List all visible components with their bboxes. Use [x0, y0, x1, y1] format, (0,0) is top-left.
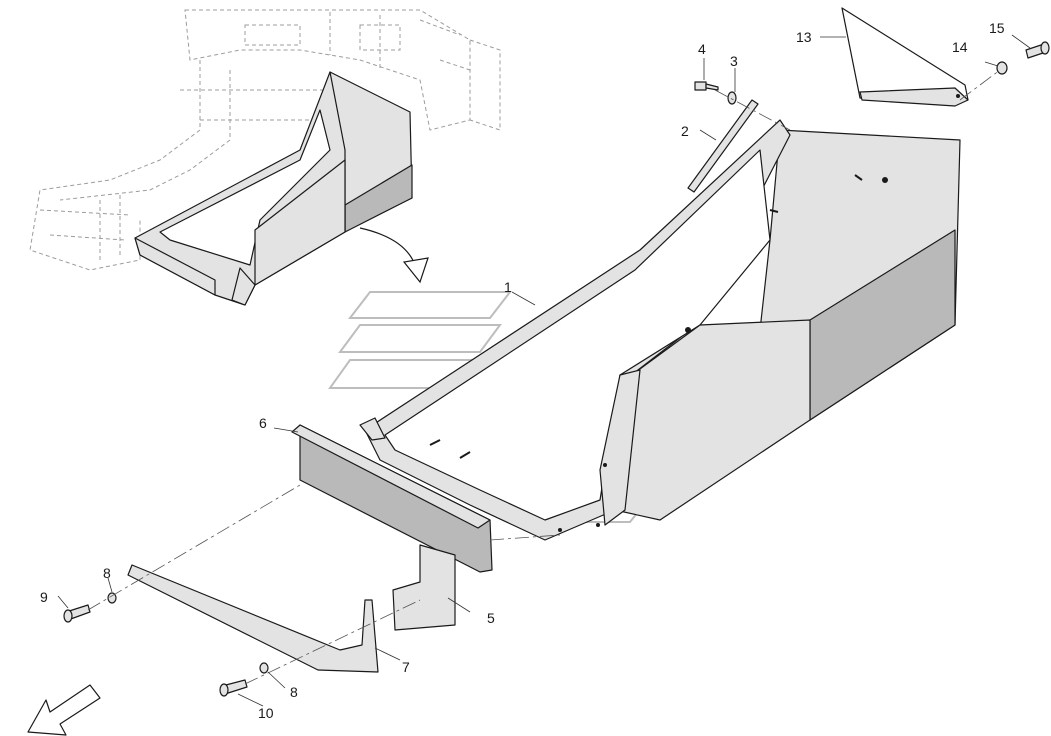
callout-10: 10 — [258, 705, 274, 721]
part-10-bolt — [219, 679, 248, 697]
part-3-washer — [727, 91, 737, 105]
callout-9: 9 — [40, 589, 48, 605]
part-15-bolt — [1025, 41, 1050, 59]
part-13-panel — [841, 7, 969, 107]
callout-5: 5 — [487, 610, 495, 626]
callout-8-upper: 8 — [103, 565, 111, 581]
callout-15: 15 — [989, 20, 1005, 36]
part-7-angle-bar — [127, 564, 379, 673]
callout-14: 14 — [952, 39, 968, 55]
main-chute-part-1 — [359, 119, 961, 541]
part-5-bracket — [392, 544, 456, 631]
part-14-washer — [996, 61, 1008, 75]
part-6-strip — [291, 424, 493, 573]
direction-arrow — [27, 684, 101, 736]
ghost-machine-frame — [29, 9, 501, 271]
callout-labels: 1 2 3 4 5 6 7 8 8 9 10 13 14 15 — [40, 20, 1005, 721]
part-8-washer-lower — [259, 662, 269, 674]
assembled-chute-view — [134, 71, 413, 306]
part-2-strip — [687, 99, 759, 193]
callout-2: 2 — [681, 123, 689, 139]
callout-7: 7 — [402, 659, 410, 675]
callout-1: 1 — [504, 279, 512, 295]
callout-8-lower: 8 — [290, 684, 298, 700]
part-9-bolt — [63, 604, 91, 623]
part-4-screw — [694, 81, 719, 91]
callout-6: 6 — [259, 415, 267, 431]
callout-3: 3 — [730, 53, 738, 69]
part-8-washer-upper — [107, 592, 117, 604]
leader-lines — [57, 34, 1031, 707]
callout-13: 13 — [796, 29, 812, 45]
assembly-axes — [87, 69, 1001, 685]
explode-arrow — [359, 227, 429, 284]
callout-4: 4 — [698, 41, 706, 57]
